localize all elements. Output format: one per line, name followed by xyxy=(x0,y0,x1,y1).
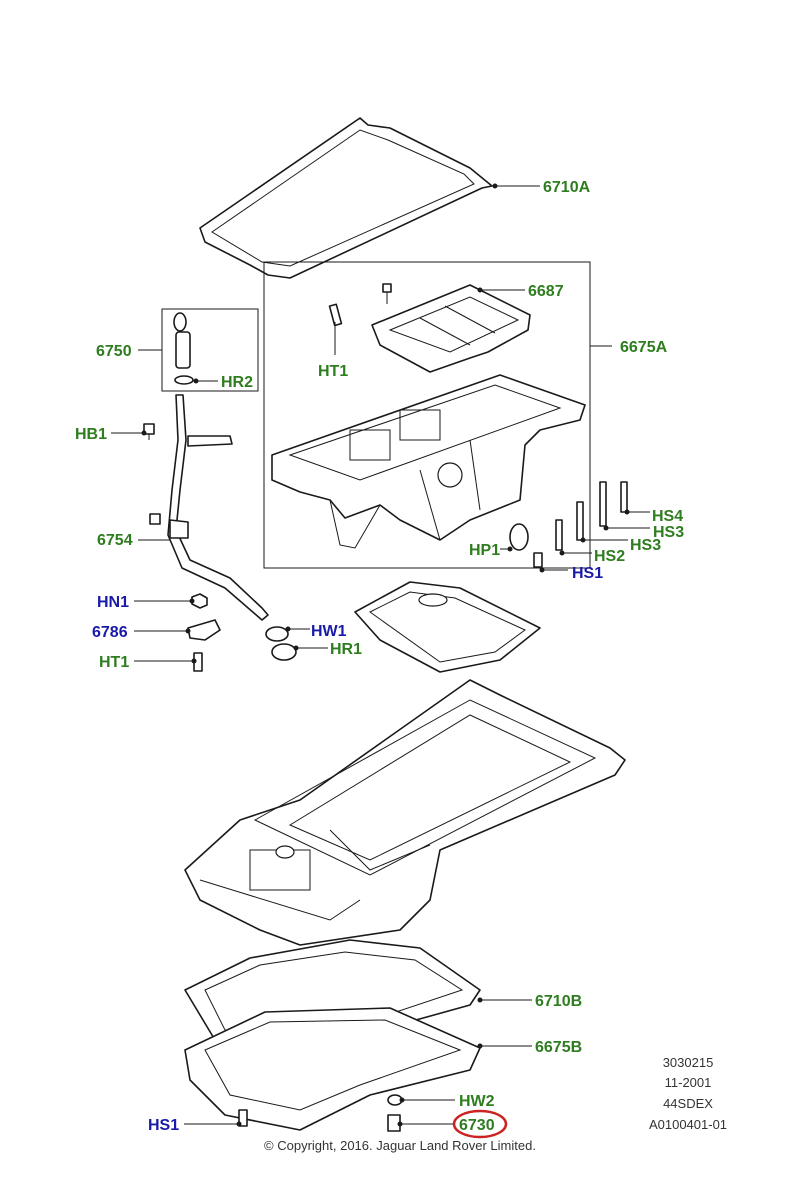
bolt-hb1 xyxy=(143,423,155,440)
label-HW1[interactable]: HW1 xyxy=(311,623,347,640)
washer-hw1 xyxy=(265,626,289,642)
ref-line-1: 3030215 xyxy=(663,1055,714,1070)
bolt-hs3-upper xyxy=(599,481,607,527)
bolt-hs4 xyxy=(620,481,628,513)
upper-oil-pan-6675A xyxy=(271,374,586,549)
ref-line-4: A0100401-01 xyxy=(649,1117,727,1132)
label-6710A[interactable]: 6710A xyxy=(543,179,591,196)
highlight-ring-6730 xyxy=(452,1109,508,1139)
nut-hn1 xyxy=(191,593,208,609)
bolt-hs1-upper xyxy=(533,552,543,568)
leader-lines xyxy=(111,183,650,1127)
bracket-6786 xyxy=(187,619,221,641)
lower-oil-pan-6675B xyxy=(184,1007,481,1131)
bolt-top xyxy=(382,283,392,304)
bolt-hs2 xyxy=(555,519,563,551)
label-HT1-lower[interactable]: HT1 xyxy=(99,654,129,671)
copyright-notice: © Copyright, 2016. Jaguar Land Rover Lim… xyxy=(264,1138,536,1153)
label-6675A[interactable]: 6675A xyxy=(620,339,668,356)
baffle-6687 xyxy=(371,284,531,373)
label-HN1[interactable]: HN1 xyxy=(97,594,129,611)
label-HS1-upper[interactable]: HS1 xyxy=(572,565,603,582)
label-HW2[interactable]: HW2 xyxy=(459,1093,495,1110)
label-HR1[interactable]: HR1 xyxy=(330,641,362,658)
label-HP1[interactable]: HP1 xyxy=(469,542,500,559)
label-6710B[interactable]: 6710B xyxy=(535,993,582,1010)
label-6750[interactable]: 6750 xyxy=(96,343,132,360)
label-HT1-upper[interactable]: HT1 xyxy=(318,363,348,380)
gasket-6710A xyxy=(199,117,493,279)
label-HB1[interactable]: HB1 xyxy=(75,426,107,443)
label-6687[interactable]: 6687 xyxy=(528,283,564,300)
label-HR2[interactable]: HR2 xyxy=(221,374,253,391)
label-HS4[interactable]: HS4 xyxy=(652,508,683,525)
plug-hp1 xyxy=(509,523,529,551)
label-6730[interactable]: 6730 xyxy=(459,1117,495,1134)
label-HS3-upper[interactable]: HS3 xyxy=(653,524,684,541)
main-oil-pan-body xyxy=(184,679,626,946)
bolt-hs1-lower xyxy=(238,1109,248,1127)
ref-line-2: 11-2001 xyxy=(665,1075,712,1090)
pan-cover-middle xyxy=(354,581,541,673)
ref-line-3: 44SDEX xyxy=(663,1096,713,1111)
label-HS1-lower[interactable]: HS1 xyxy=(148,1117,179,1134)
label-HS3-lower[interactable]: HS3 xyxy=(630,537,661,554)
upper-pan-frame xyxy=(263,261,591,569)
dipstick-6750 xyxy=(173,312,194,385)
label-6675B[interactable]: 6675B xyxy=(535,1039,582,1056)
dipstick-tube-6754 xyxy=(149,394,269,621)
label-HS2[interactable]: HS2 xyxy=(594,548,625,565)
label-6786[interactable]: 6786 xyxy=(92,624,128,641)
bolt-hs3-lower xyxy=(576,501,584,541)
dowel-ht1-upper xyxy=(328,303,343,355)
label-6754[interactable]: 6754 xyxy=(97,532,133,549)
seal-hr1 xyxy=(271,643,297,661)
